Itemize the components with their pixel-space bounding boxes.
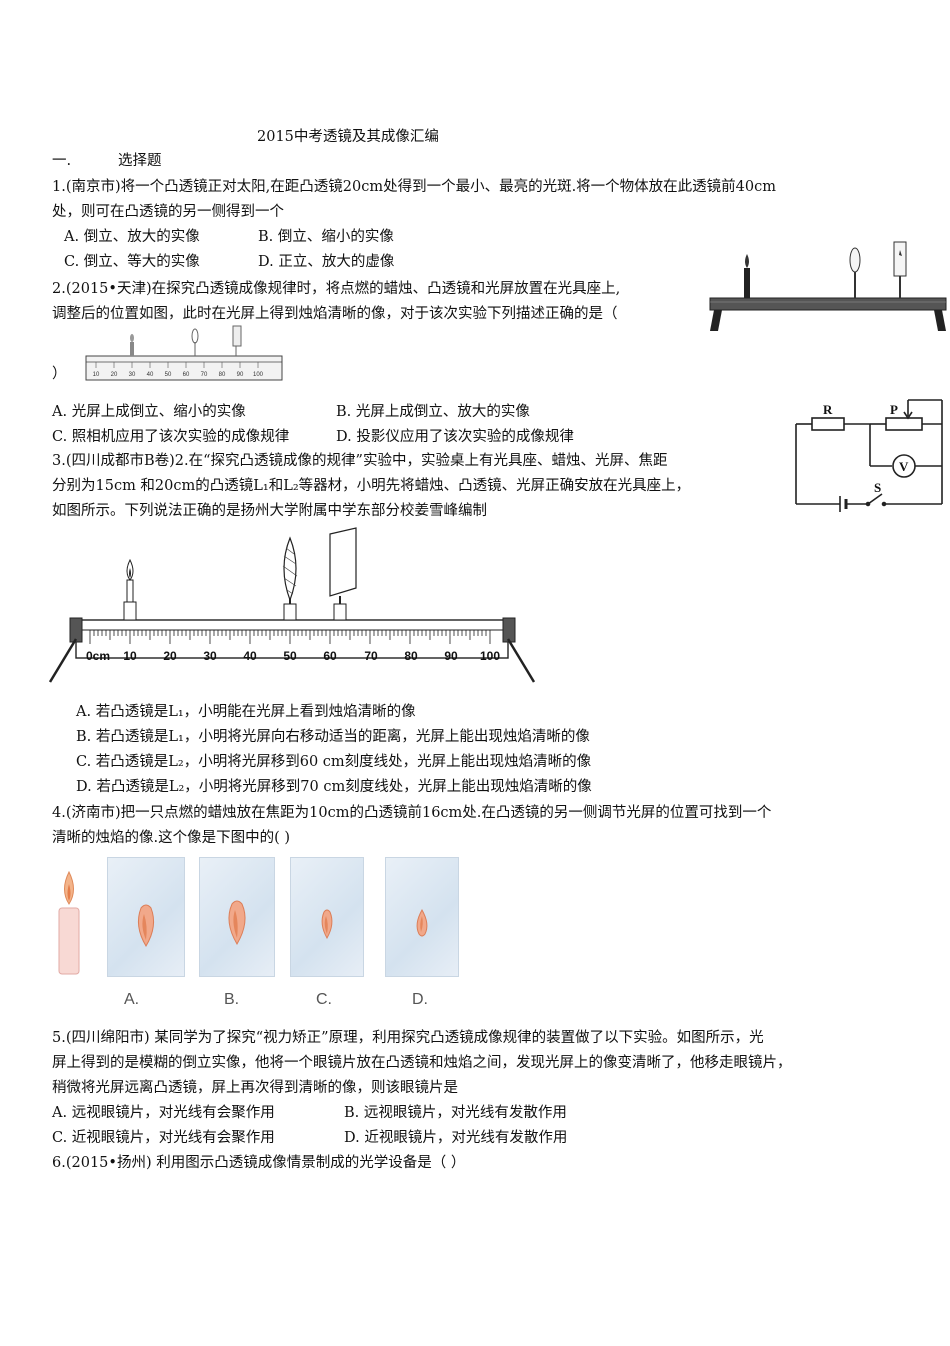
q2-ruler-figure: 10 20 30 40 50 60 70 80 90 100 bbox=[85, 325, 283, 381]
q2-option-b: B. 光屏上成倒立、放大的实像 bbox=[336, 404, 530, 420]
q1-stem: 1.(南京市)将一个凸透镜正对太阳,在距凸透镜20cm处得到一个最小、最亮的光斑… bbox=[52, 179, 777, 195]
voltmeter-label: V bbox=[899, 459, 909, 474]
light-screen-icon bbox=[329, 527, 357, 621]
switch-label: S bbox=[874, 480, 881, 495]
q3-stem-cont: 分别为15cm 和20cm的凸透镜L₁和L₂等器材，小明先将蜡烛、凸透镜、光屏正… bbox=[52, 478, 691, 494]
q5-option-d: D. 近视眼镜片，对光线有发散作用 bbox=[344, 1130, 568, 1146]
q2-stem-close: ） bbox=[52, 366, 67, 382]
q3-optical-bench: 0cm 10 20 30 40 50 60 70 80 90 100 bbox=[48, 527, 536, 683]
convex-lens-icon bbox=[282, 536, 298, 621]
bench-tick-label: 80 bbox=[404, 649, 418, 663]
candle-icon bbox=[123, 558, 137, 621]
q5-option-c: C. 近视眼镜片，对光线有会聚作用 bbox=[52, 1130, 275, 1146]
q2-ruler-tick: 100 bbox=[253, 372, 264, 378]
q5-stem-cont2: 稍微将光屏远离凸透镜，屏上再次得到清晰的像，则该眼镜片是 bbox=[52, 1080, 458, 1096]
circuit-diagram: R P V S bbox=[795, 399, 943, 512]
option-label-c: C. bbox=[316, 991, 332, 1008]
bench-tick-label: 0cm bbox=[86, 649, 110, 663]
option-label-a: A. bbox=[124, 991, 140, 1008]
optical-bench-photo bbox=[709, 241, 947, 331]
q3-option-d: D. 若凸透镜是L₂，小明将光屏移到70 cm刻度线处，光屏上能出现烛焰清晰的像 bbox=[76, 779, 592, 795]
q5-stem: 5.(四川绵阳市) 某同学为了探究“视力矫正”原理，利用探究凸透镜成像规律的装置… bbox=[52, 1030, 764, 1046]
q3-stem-cont2: 如图所示。下列说法正确的是扬州大学附属中学东部分校姜雪峰编制 bbox=[52, 503, 487, 519]
circuit-label-p: P bbox=[890, 402, 898, 417]
option-card-d bbox=[385, 857, 459, 977]
option-label-b: B. bbox=[224, 991, 240, 1008]
q3-option-a: A. 若凸透镜是L₁，小明能在光屏上看到烛焰清晰的像 bbox=[76, 704, 416, 720]
q2-option-c: C. 照相机应用了该次实验的成像规律 bbox=[52, 429, 290, 445]
q2-option-d: D. 投影仪应用了该次实验的成像规律 bbox=[336, 429, 574, 445]
bench-tick-label: 20 bbox=[163, 649, 177, 663]
page-title: 2015中考透镜及其成像汇编 bbox=[257, 129, 439, 145]
q2-ruler-tick: 20 bbox=[111, 372, 118, 378]
q5-option-a: A. 远视眼镜片，对光线有会聚作用 bbox=[52, 1105, 275, 1121]
q2-stem-cont: 调整后的位置如图，此时在光屏上得到烛焰清晰的像，对于该次实验下列描述正确的是（ bbox=[52, 306, 618, 322]
q3-option-b: B. 若凸透镜是L₁，小明将光屏向右移动适当的距离，光屏上能出现烛焰清晰的像 bbox=[76, 729, 590, 745]
upright-flame-icon bbox=[416, 908, 428, 937]
q2-ruler-tick: 10 bbox=[93, 372, 100, 378]
q2-ruler-tick: 40 bbox=[147, 372, 154, 378]
bench-tick-label: 100 bbox=[480, 649, 500, 663]
inverted-flame-icon bbox=[137, 904, 155, 947]
q4-stem: 4.(济南市)把一只点燃的蜡烛放在焦距为10cm的凸透镜前16cm处.在凸透镜的… bbox=[52, 805, 772, 821]
q1-option-a: A. 倒立、放大的实像 bbox=[64, 229, 200, 245]
q5-option-b: B. 远视眼镜片，对光线有发散作用 bbox=[344, 1105, 567, 1121]
q6-stem: 6.(2015•扬州) 利用图示凸透镜成像情景制成的光学设备是（ ） bbox=[52, 1155, 466, 1171]
q2-ruler-tick: 50 bbox=[165, 372, 172, 378]
q1-option-d: D. 正立、放大的虚像 bbox=[258, 254, 395, 270]
q2-ruler-tick: 70 bbox=[201, 372, 208, 378]
q2-option-a: A. 光屏上成倒立、缩小的实像 bbox=[52, 404, 246, 420]
bench-tick-label: 90 bbox=[444, 649, 458, 663]
option-card-c bbox=[290, 857, 364, 977]
q3-stem: 3.(四川成都市B卷)2.在“探究凸透镜成像的规律”实验中，实验桌上有光具座、蜡… bbox=[52, 453, 668, 469]
q1-option-b: B. 倒立、缩小的实像 bbox=[258, 229, 394, 245]
q5-stem-cont: 屏上得到的是模糊的倒立实像，他将一个眼镜片放在凸透镜和烛焰之间，发现光屏上的像变… bbox=[52, 1055, 792, 1071]
bench-tick-label: 40 bbox=[243, 649, 257, 663]
q4-candle-icon bbox=[58, 870, 80, 975]
bench-tick-label: 60 bbox=[323, 649, 337, 663]
section-number: 一. bbox=[52, 153, 72, 169]
inverted-flame-icon bbox=[228, 900, 246, 945]
option-label-d: D. bbox=[412, 991, 428, 1008]
q1-option-c: C. 倒立、等大的实像 bbox=[64, 254, 200, 270]
bench-tick-label: 30 bbox=[203, 649, 217, 663]
option-card-a bbox=[107, 857, 185, 977]
inverted-flame-icon bbox=[321, 909, 333, 940]
q1-stem-cont: 处，则可在凸透镜的另一侧得到一个 bbox=[52, 204, 284, 220]
q2-ruler-tick: 90 bbox=[237, 372, 244, 378]
bench-tick-label: 70 bbox=[364, 649, 378, 663]
q4-stem-cont: 清晰的烛焰的像.这个像是下图中的( ) bbox=[52, 830, 291, 846]
q2-ruler-tick: 80 bbox=[219, 372, 226, 378]
circuit-label-r: R bbox=[823, 402, 833, 417]
q2-ruler-tick: 30 bbox=[129, 372, 136, 378]
q2-ruler-tick: 60 bbox=[183, 372, 190, 378]
option-card-b bbox=[199, 857, 275, 977]
bench-tick-label: 50 bbox=[283, 649, 297, 663]
bench-tick-label: 10 bbox=[123, 649, 137, 663]
section-name: 选择题 bbox=[118, 153, 162, 169]
q3-option-c: C. 若凸透镜是L₂，小明将光屏移到60 cm刻度线处，光屏上能出现烛焰清晰的像 bbox=[76, 754, 592, 770]
q2-stem: 2.(2015•天津)在探究凸透镜成像规律时，将点燃的蜡烛、凸透镜和光屏放置在光… bbox=[52, 281, 621, 297]
